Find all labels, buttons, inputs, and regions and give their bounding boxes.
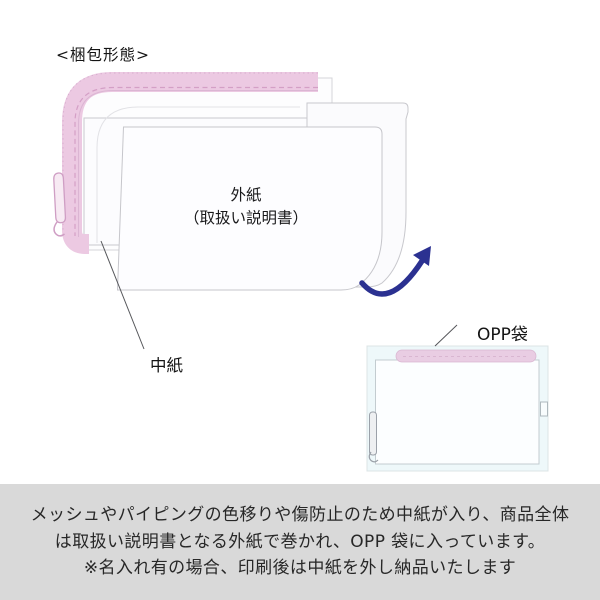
opp-wrapped-paper: [375, 359, 540, 465]
outer-paper-label: 外紙 （取扱い説明書）: [126, 184, 366, 230]
footer-note-line3: ※名入れ有の場合、印刷後は中紙を外し納品いたします: [83, 558, 517, 579]
fold-arrow-icon: [359, 258, 425, 297]
diagram-title: <梱包形態>: [56, 46, 150, 64]
pouch-inner-seam: [96, 106, 300, 243]
zipper-pull-hook-icon: [53, 221, 65, 237]
inner-paper-leader-line: [100, 240, 145, 350]
footer-note-line1: メッシュやパイピングの色移りや傷防止のため中紙が入り、商品全体: [30, 505, 570, 526]
outer-paper-front-sheet: [116, 126, 383, 291]
piping-inner-edge-line: [78, 90, 318, 237]
inner-paper-label: 中紙: [150, 356, 183, 375]
opp-bag-leader-line: [434, 324, 458, 347]
opp-zipper-hook-icon: [368, 451, 379, 463]
opp-bag-label: OPP袋: [477, 325, 528, 345]
piping-stitch-dashed: [74, 86, 318, 236]
footer-note: メッシュやパイピングの色移りや傷防止のため中紙が入り、商品全体 は取扱い説明書と…: [0, 484, 600, 600]
fold-arrow-head-icon: [413, 246, 431, 266]
outer-paper-label-line2: （取扱い説明書）: [183, 209, 308, 227]
outer-paper-label-line1: 外紙: [230, 186, 262, 204]
opp-zipper-pull-icon: [369, 411, 377, 456]
zipper-pull-icon: [53, 172, 67, 224]
opp-bag-side-tab: [540, 401, 548, 417]
pouch-piping: [62, 72, 318, 254]
footer-note-line2: は取扱い説明書となる外紙で巻かれ、OPP 袋に入っています。: [54, 531, 546, 552]
